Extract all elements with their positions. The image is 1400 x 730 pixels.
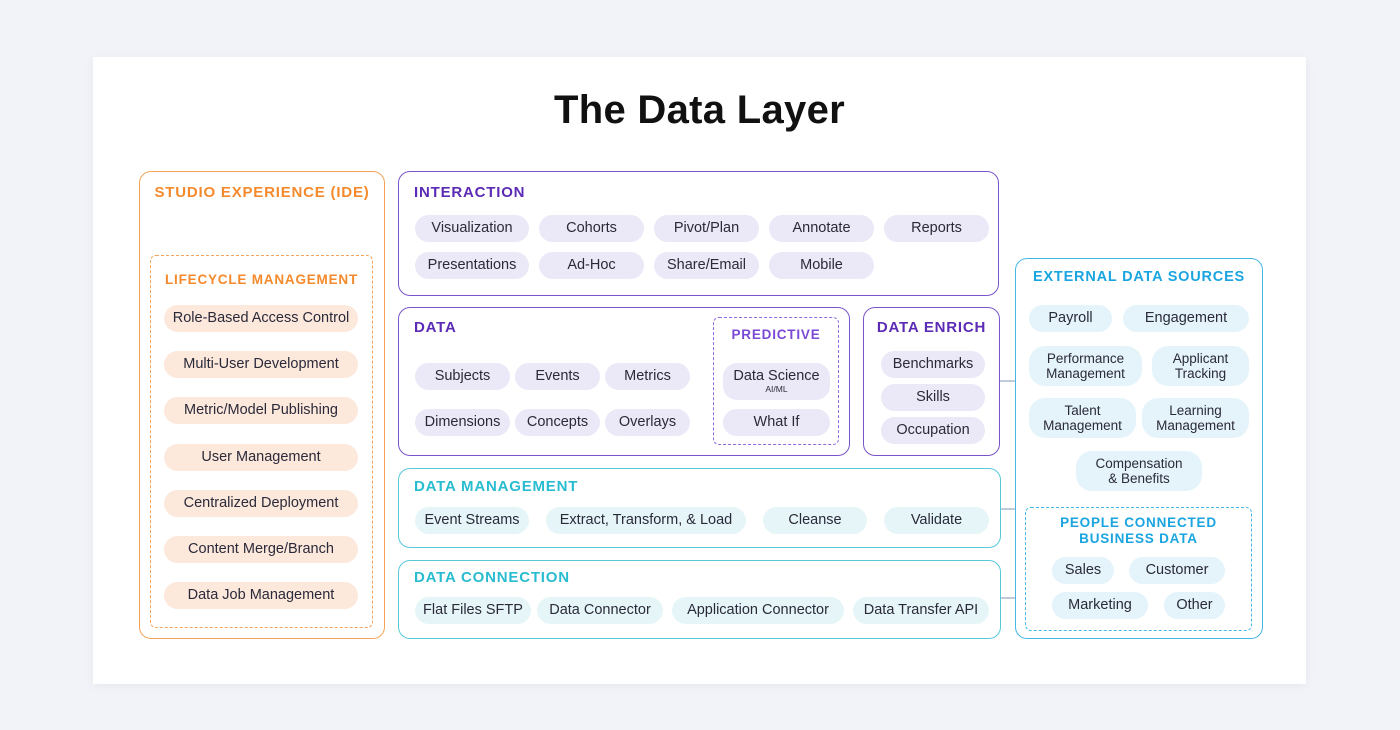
interaction-item: Ad-Hoc (539, 252, 644, 279)
external-item-label: Talent (1064, 403, 1101, 418)
connection-item: Flat Files SFTP (415, 597, 531, 624)
predictive-panel (713, 317, 839, 445)
data-item: Subjects (415, 363, 510, 390)
people-item: Other (1164, 592, 1225, 619)
people-connected-panel (1025, 507, 1252, 631)
people-item: Marketing (1052, 592, 1148, 619)
interaction-heading: INTERACTION (414, 184, 526, 201)
external-item: Payroll (1029, 305, 1112, 332)
interaction-item: Cohorts (539, 215, 644, 242)
enrich-item: Occupation (881, 417, 985, 444)
lifecycle-management-heading: LIFECYCLE MANAGEMENT (165, 272, 358, 287)
lifecycle-management-panel (150, 255, 373, 628)
external-item-label: & Benefits (1108, 471, 1170, 486)
enrich-item: Benchmarks (881, 351, 985, 378)
data-item: Metrics (605, 363, 690, 390)
data-panel (398, 307, 850, 456)
interaction-item: Share/Email (654, 252, 759, 279)
external-item-label: Performance (1046, 351, 1125, 366)
external-item: Applicant Tracking (1152, 346, 1249, 386)
external-data-sources-heading: EXTERNAL DATA SOURCES (1032, 269, 1246, 285)
data-connection-heading: DATA CONNECTION (414, 569, 570, 586)
management-item: Extract, Transform, & Load (546, 507, 746, 534)
management-item: Validate (884, 507, 989, 534)
external-item-label: Engagement (1144, 310, 1228, 326)
studio-experience-panel (139, 171, 385, 639)
interaction-item: Annotate (769, 215, 874, 242)
data-item: Concepts (515, 409, 600, 436)
data-heading: DATA (414, 319, 457, 336)
data-enrich-panel (863, 307, 1000, 456)
studio-experience-heading: STUDIO EXPERIENCE (IDE) (154, 184, 370, 201)
enrich-item: Skills (881, 384, 985, 411)
data-item: Dimensions (415, 409, 510, 436)
external-item-label: Tracking (1174, 366, 1227, 381)
interaction-item: Reports (884, 215, 989, 242)
external-item-label: Applicant (1172, 351, 1229, 366)
connection-item: Application Connector (672, 597, 844, 624)
interaction-item: Mobile (769, 252, 874, 279)
lifecycle-item: Role-Based Access Control (164, 305, 358, 332)
external-item: Learning Management (1142, 398, 1249, 438)
external-item-label: Compensation (1095, 456, 1183, 471)
interaction-panel (398, 171, 999, 296)
external-item: Engagement (1123, 305, 1249, 332)
data-management-heading: DATA MANAGEMENT (414, 478, 579, 495)
management-item: Cleanse (763, 507, 867, 534)
data-management-panel (398, 468, 1001, 548)
connection-item: Data Connector (537, 597, 663, 624)
external-item: Performance Management (1029, 346, 1142, 386)
lifecycle-item: Metric/Model Publishing (164, 397, 358, 424)
connection-item: Data Transfer API (853, 597, 989, 624)
external-data-sources-panel (1015, 258, 1263, 639)
data-science-label: Data Science (733, 368, 820, 384)
interaction-item: Visualization (415, 215, 529, 242)
interaction-item: Presentations (415, 252, 529, 279)
external-item-label: Management (1043, 418, 1122, 433)
data-item: Overlays (605, 409, 690, 436)
lifecycle-item: Content Merge/Branch (164, 536, 358, 563)
lifecycle-item: Data Job Management (164, 582, 358, 609)
external-item: Talent Management (1029, 398, 1136, 438)
lifecycle-item: Centralized Deployment (164, 490, 358, 517)
data-item: Events (515, 363, 600, 390)
what-if-item: What If (723, 409, 830, 436)
interaction-item: Pivot/Plan (654, 215, 759, 242)
lifecycle-item: Multi-User Development (164, 351, 358, 378)
external-item-label: Management (1046, 366, 1125, 381)
people-item: Customer (1129, 557, 1225, 584)
diagram-title: The Data Layer (554, 88, 845, 132)
data-science-item: Data Science AI/ML (723, 363, 830, 400)
external-item-label: Payroll (1048, 310, 1093, 326)
management-item: Event Streams (415, 507, 529, 534)
people-connected-heading: PEOPLE CONNECTED BUSINESS DATA (1060, 515, 1217, 546)
external-item: Compensation & Benefits (1076, 451, 1202, 491)
people-item: Sales (1052, 557, 1114, 584)
lifecycle-item: User Management (164, 444, 358, 471)
external-item-label: Learning (1169, 403, 1222, 418)
data-enrich-heading: DATA ENRICH (876, 319, 987, 336)
predictive-heading-text: PREDICTIVE (731, 327, 821, 342)
external-item-label: Management (1156, 418, 1235, 433)
data-science-sublabel: AI/ML (765, 384, 788, 394)
data-connection-panel (398, 560, 1001, 639)
predictive-heading: PREDICTIVE (713, 327, 839, 342)
